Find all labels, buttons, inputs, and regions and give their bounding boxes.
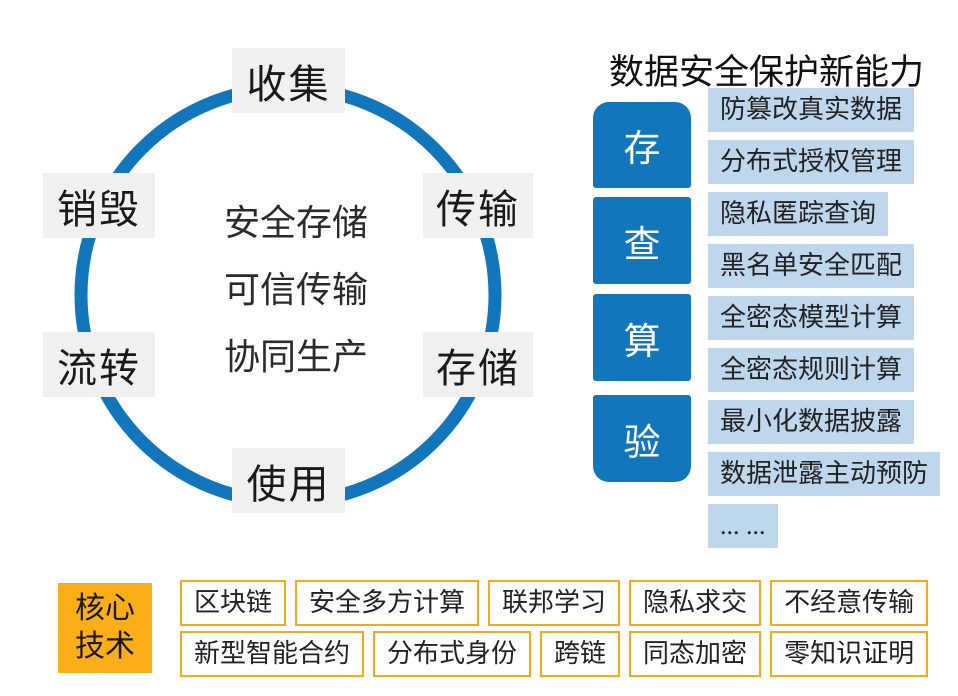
stage-transmit: 传输 <box>423 173 533 238</box>
tech-mpc: 安全多方计算 <box>295 580 480 626</box>
tech-homomorphic-encryption: 同态加密 <box>629 631 762 677</box>
cycle-center-caption: 安全存储 可信传输 协同生产 <box>171 190 421 391</box>
stage-store: 存储 <box>423 332 533 397</box>
capability-item: 分布式授权管理 <box>708 140 915 184</box>
center-line-2: 可信传输 <box>223 270 368 310</box>
capability-item: 全密态规则计算 <box>708 348 915 392</box>
tech-smart-contract: 新型智能合约 <box>180 631 365 677</box>
stage-destroy: 销毁 <box>43 173 155 238</box>
capability-item: 黑名单安全匹配 <box>708 244 915 288</box>
category-store: 存 <box>593 102 691 188</box>
tech-psi: 隐私求交 <box>629 580 762 626</box>
center-line-1: 安全存储 <box>223 203 368 243</box>
tech-zero-knowledge-proof: 零知识证明 <box>770 631 929 677</box>
tech-oblivious-transfer: 不经意传输 <box>770 580 929 626</box>
core-tech-line-1: 核心 <box>75 592 135 625</box>
tech-row-2: 新型智能合约 分布式身份 跨链 同态加密 零知识证明 <box>180 631 929 677</box>
capability-item: 最小化数据披露 <box>708 400 915 444</box>
stage-use: 使用 <box>232 448 345 513</box>
tech-row-1: 区块链 安全多方计算 联邦学习 隐私求交 不经意传输 <box>180 580 929 626</box>
right-panel-title: 数据安全保护新能力 <box>608 53 924 92</box>
capability-item: 防篡改真实数据 <box>708 88 915 132</box>
category-verify: 验 <box>593 395 691 482</box>
tech-cross-chain: 跨链 <box>540 631 621 677</box>
capability-item: 隐私匿踪查询 <box>708 192 889 236</box>
capability-item-ellipsis: ... ... <box>708 504 778 548</box>
category-compute: 算 <box>593 294 691 381</box>
capability-item: 全密态模型计算 <box>708 296 915 340</box>
stage-collect: 收集 <box>232 48 345 113</box>
tech-federated-learning: 联邦学习 <box>488 580 621 626</box>
center-line-3: 协同生产 <box>223 337 368 377</box>
tech-blockchain: 区块链 <box>180 580 287 626</box>
tech-did: 分布式身份 <box>373 631 532 677</box>
core-tech-line-2: 技术 <box>75 630 135 663</box>
capability-item: 数据泄露主动预防 <box>708 452 941 496</box>
core-tech-label: 核心 技术 <box>58 583 152 673</box>
category-query: 查 <box>593 197 691 284</box>
stage-flow: 流转 <box>43 332 155 397</box>
capability-list: 防篡改真实数据 分布式授权管理 隐私匿踪查询 黑名单安全匹配 全密态模型计算 全… <box>708 88 941 548</box>
